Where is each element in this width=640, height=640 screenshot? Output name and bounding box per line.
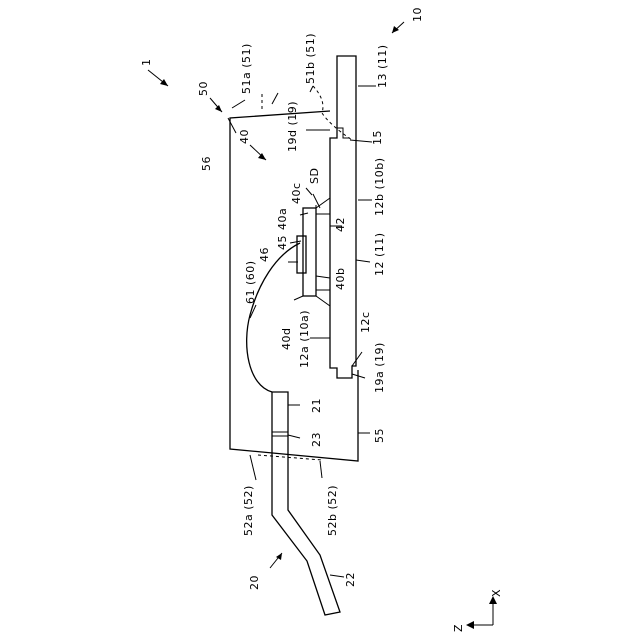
- label-19d: 19d (19): [286, 101, 299, 152]
- label-22: 22: [344, 572, 357, 587]
- label-sd: SD: [308, 168, 321, 184]
- label-45: 45: [276, 235, 289, 250]
- solder-layer-42: [316, 198, 330, 306]
- label-12c: 12c: [359, 311, 372, 333]
- lead-frame-12-outline: [330, 56, 356, 378]
- label-42: 42: [334, 217, 347, 232]
- axis-label-x: X: [490, 589, 503, 597]
- label-51b: 51b (51): [304, 33, 317, 84]
- label-21: 21: [310, 398, 323, 413]
- label-12: 12 (11): [373, 232, 386, 276]
- label-1: 1: [140, 59, 153, 67]
- label-10: 10: [411, 7, 424, 22]
- label-55: 55: [373, 428, 386, 443]
- label-40c: 40c: [290, 182, 303, 204]
- label-52a: 52a (52): [242, 485, 255, 536]
- reference-arrows: [148, 22, 404, 568]
- label-23: 23: [310, 432, 323, 447]
- label-40: 40: [238, 129, 251, 144]
- label-56: 56: [200, 156, 213, 171]
- notch-19d: [337, 128, 350, 138]
- label-51a: 51a (51): [240, 43, 253, 94]
- label-15: 15: [371, 130, 384, 145]
- axis-indicator: [466, 596, 497, 629]
- label-61: 61 (60): [244, 260, 257, 304]
- label-40b: 40b: [334, 268, 347, 290]
- parting-line-51b: [313, 86, 352, 140]
- lead-boundary-dashed: [258, 455, 322, 460]
- label-46: 46: [258, 247, 271, 262]
- label-20: 20: [248, 575, 261, 590]
- label-50: 50: [197, 81, 210, 96]
- label-40d: 40d: [280, 328, 293, 350]
- label-19a: 19a (19): [373, 342, 386, 393]
- label-12b: 12b (10b): [373, 157, 386, 216]
- semiconductor-element-40: [303, 208, 316, 296]
- label-13: 13 (11): [376, 44, 389, 88]
- label-12a: 12a (10a): [298, 310, 311, 368]
- label-52b: 52b (52): [326, 485, 339, 536]
- axis-label-z: Z: [452, 624, 465, 632]
- label-40a: 40a: [276, 208, 289, 230]
